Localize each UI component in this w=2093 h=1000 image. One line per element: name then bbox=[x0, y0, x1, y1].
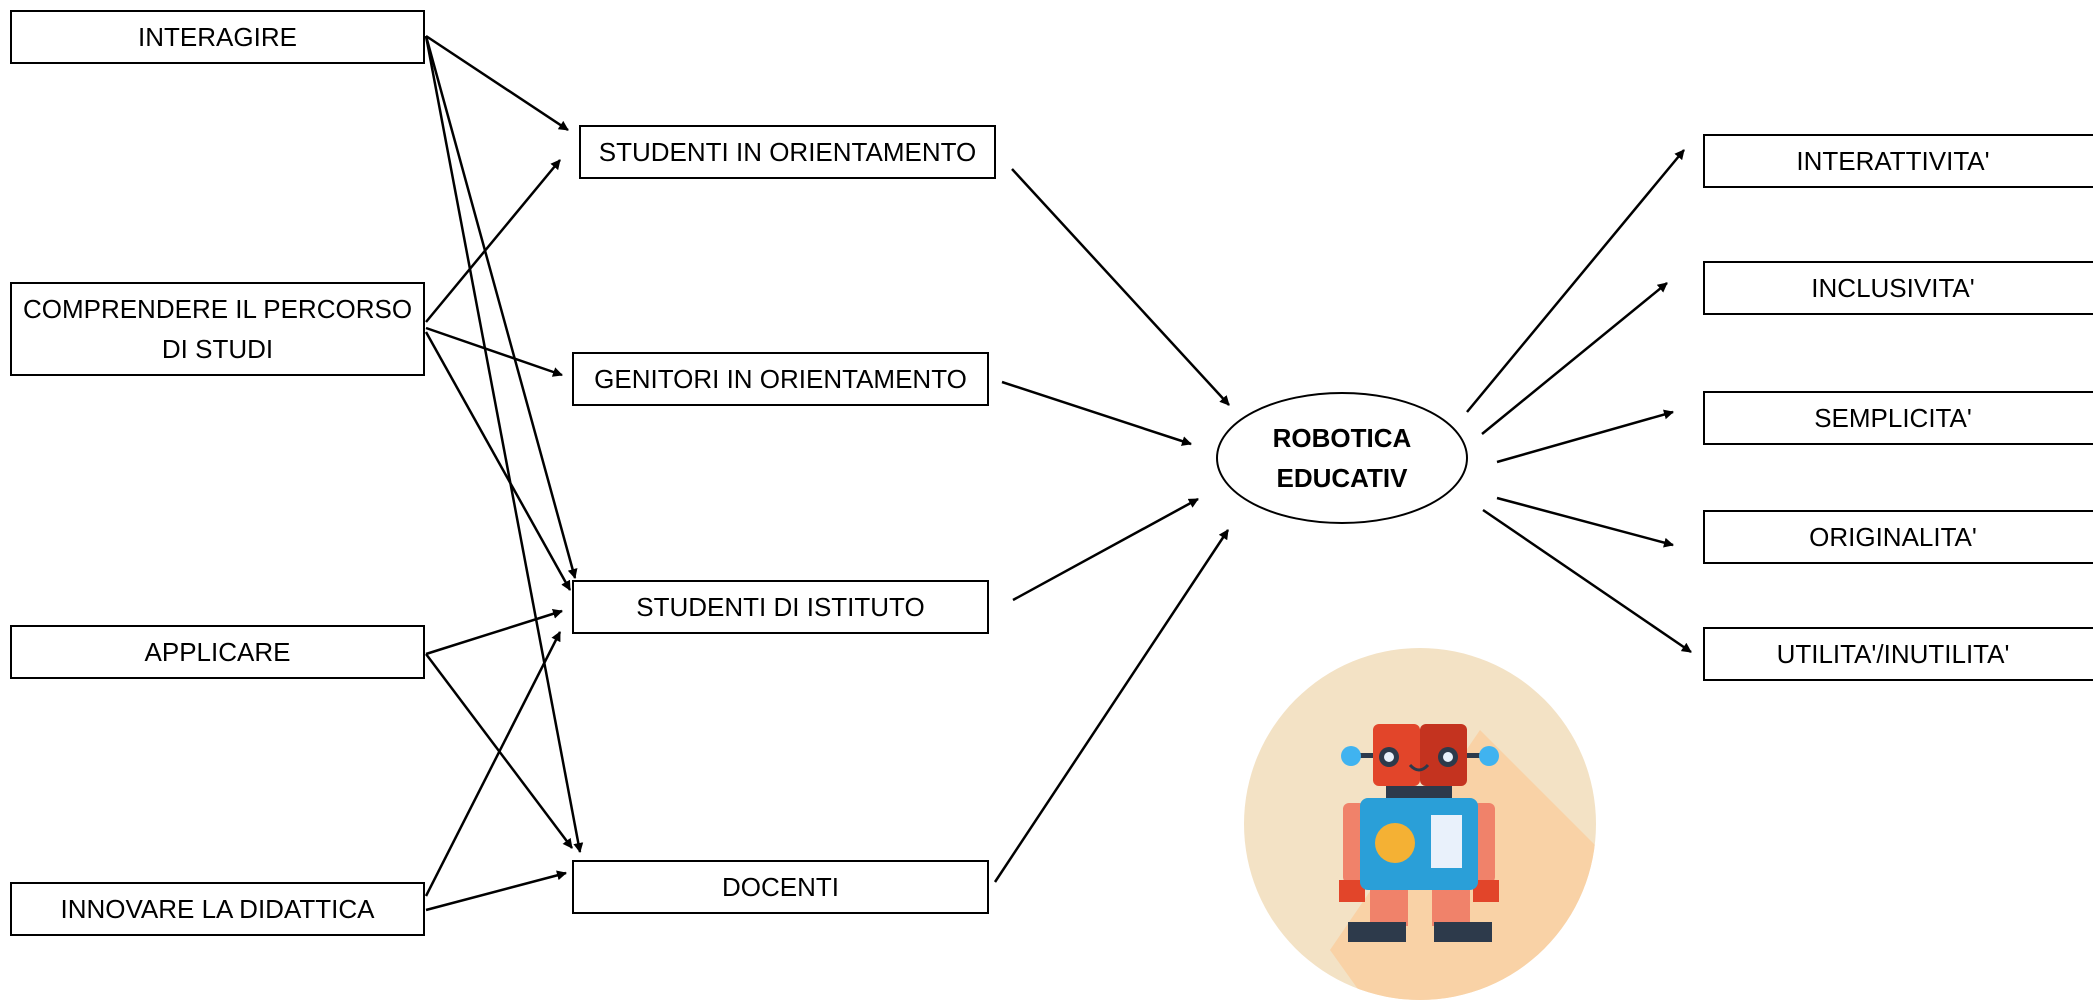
node-applicare: APPLICARE bbox=[10, 625, 425, 679]
node-label: STUDENTI DI ISTITUTO bbox=[636, 592, 925, 622]
arrow-go-center bbox=[1001, 380, 1192, 446]
arrow-si-center bbox=[1012, 497, 1199, 602]
arrow-center-utilita bbox=[1482, 508, 1692, 654]
robot-icon bbox=[1244, 648, 1596, 1000]
node-label: ORIGINALITA' bbox=[1809, 522, 1977, 552]
node-label: DOCENTI bbox=[722, 872, 839, 902]
arrow-comprendere-to-studenti-orientamento bbox=[425, 159, 561, 323]
node-label: INCLUSIVITA' bbox=[1811, 273, 1975, 303]
arrow-innovare-to-studenti-istituto bbox=[424, 631, 562, 897]
center-label-line-2: EDUCATIV bbox=[1276, 463, 1408, 493]
node-genitori-orientamento: GENITORI IN ORIENTAMENTO bbox=[572, 352, 989, 406]
node-utilita: UTILITA'/INUTILITA' bbox=[1703, 627, 2093, 681]
arrow-interagire-to-studenti-orientamento bbox=[425, 34, 569, 132]
center-ellipse bbox=[1216, 392, 1468, 524]
arrow-interagire-to-docenti bbox=[424, 35, 584, 853]
arrow-center-inclusivita bbox=[1481, 282, 1668, 435]
node-comprendere: COMPRENDERE IL PERCORSO DI STUDI bbox=[10, 282, 425, 376]
arrow-comprendere-to-studenti-istituto bbox=[424, 331, 572, 591]
node-innovare: INNOVARE LA DIDATTICA bbox=[10, 882, 425, 936]
node-studenti-orientamento: STUDENTI IN ORIENTAMENTO bbox=[579, 125, 996, 179]
node-label-line-2: DI STUDI bbox=[161, 334, 274, 364]
arrow-innovare-to-docenti bbox=[425, 870, 567, 912]
node-label-line-1: COMPRENDERE IL PERCORSO bbox=[22, 294, 413, 324]
arrows bbox=[424, 34, 1692, 912]
node-semplicita: SEMPLICITA' bbox=[1703, 391, 2093, 445]
node-label: STUDENTI IN ORIENTAMENTO bbox=[598, 137, 977, 167]
arrow-applicare-to-studenti-istituto bbox=[425, 608, 563, 656]
arrow-doc-center bbox=[993, 529, 1230, 883]
center-label-line-1: ROBOTICA bbox=[1272, 423, 1412, 453]
node-label: INTERATTIVITA' bbox=[1796, 146, 1990, 176]
node-interagire: INTERAGIRE bbox=[10, 10, 425, 64]
node-inclusivita: INCLUSIVITA' bbox=[1703, 261, 2093, 315]
arrow-center-semplicita bbox=[1496, 409, 1674, 464]
node-label: APPLICARE bbox=[144, 637, 291, 667]
arrow-comprendere-to-genitori-orientamento bbox=[425, 326, 563, 377]
node-label: GENITORI IN ORIENTAMENTO bbox=[594, 364, 967, 394]
node-studenti-istituto: STUDENTI DI ISTITUTO bbox=[572, 580, 989, 634]
node-docenti: DOCENTI bbox=[572, 860, 989, 914]
arrow-interagire-to-studenti-istituto bbox=[424, 35, 578, 579]
node-label: SEMPLICITA' bbox=[1814, 403, 1972, 433]
arrow-center-originalita bbox=[1496, 496, 1674, 548]
arrow-so-center bbox=[1011, 168, 1230, 406]
node-originalita: ORIGINALITA' bbox=[1703, 510, 2093, 564]
node-label: INTERAGIRE bbox=[138, 22, 297, 52]
center-node-label: ROBOTICA EDUCATIV bbox=[1217, 418, 1467, 498]
arrow-center-interattivita bbox=[1466, 149, 1685, 413]
node-interattivita: INTERATTIVITA' bbox=[1703, 134, 2093, 188]
node-label: UTILITA'/INUTILITA' bbox=[1776, 639, 2010, 669]
node-label: INNOVARE LA DIDATTICA bbox=[60, 894, 375, 924]
